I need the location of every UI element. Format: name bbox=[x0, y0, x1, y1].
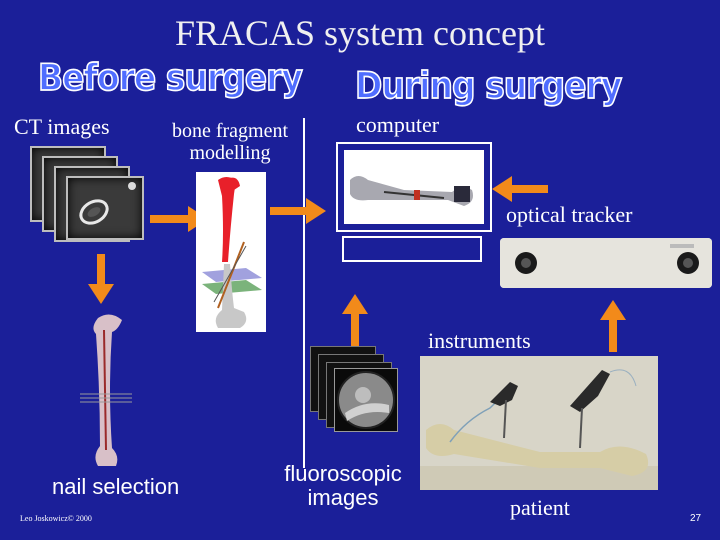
orange-arrow-icon bbox=[600, 300, 626, 352]
ct-image-stack bbox=[30, 146, 150, 246]
computer-label: computer bbox=[356, 112, 440, 137]
orange-arrow-icon bbox=[342, 294, 368, 346]
before-surgery-heading: Before surgery bbox=[37, 55, 303, 100]
computer-monitor-icon bbox=[336, 142, 496, 262]
bone-fragment-label-line2: modelling bbox=[189, 142, 271, 164]
ct-images-label: CT images bbox=[14, 114, 110, 139]
computer-screen-image bbox=[344, 150, 484, 224]
fluoroscopy-image bbox=[337, 371, 395, 429]
copyright-text: Leo Joskowicz© 2000 bbox=[20, 514, 92, 523]
orange-arrow-icon bbox=[88, 254, 114, 304]
bone-fragment-label-line1: bone fragment bbox=[171, 120, 289, 142]
fluoroscopic-image-stack bbox=[310, 346, 400, 436]
nail-selection-image bbox=[76, 310, 136, 470]
fluoro-image-front bbox=[334, 368, 398, 432]
optical-tracker-device bbox=[500, 238, 712, 288]
fluoroscopic-label-line1: fluoroscopic bbox=[284, 461, 402, 486]
optical-tracker-label: optical tracker bbox=[506, 202, 633, 227]
bone-fragment-label: bone fragment modelling bbox=[155, 120, 305, 164]
page-number: 27 bbox=[690, 513, 702, 524]
bone-with-instrument-image bbox=[350, 176, 473, 206]
patient-label: patient bbox=[510, 495, 570, 520]
nail-selection-label: nail selection bbox=[52, 474, 180, 499]
monitor-frame bbox=[336, 142, 492, 232]
during-surgery-heading: During surgery bbox=[354, 63, 623, 108]
femur-bone-image bbox=[202, 177, 262, 328]
ct-slice-front bbox=[66, 176, 144, 240]
computer-base bbox=[342, 236, 482, 262]
fluoroscopic-label: fluoroscopic images bbox=[268, 462, 418, 510]
femur-bone-image bbox=[80, 314, 132, 466]
orange-arrow-icon bbox=[492, 176, 548, 202]
optical-tracker-image bbox=[500, 238, 712, 288]
patient-photo bbox=[420, 356, 658, 490]
instruments-label: instruments bbox=[428, 328, 531, 353]
orange-arrow-icon bbox=[270, 198, 326, 224]
phase-divider bbox=[303, 118, 305, 468]
slide-title: FRACAS system concept bbox=[174, 13, 545, 53]
surgical-setup-image bbox=[420, 356, 658, 490]
bone-cross-section-icon bbox=[79, 182, 136, 225]
bone-fragment-model-image bbox=[196, 172, 266, 332]
fluoroscopic-label-line2: images bbox=[307, 485, 379, 510]
